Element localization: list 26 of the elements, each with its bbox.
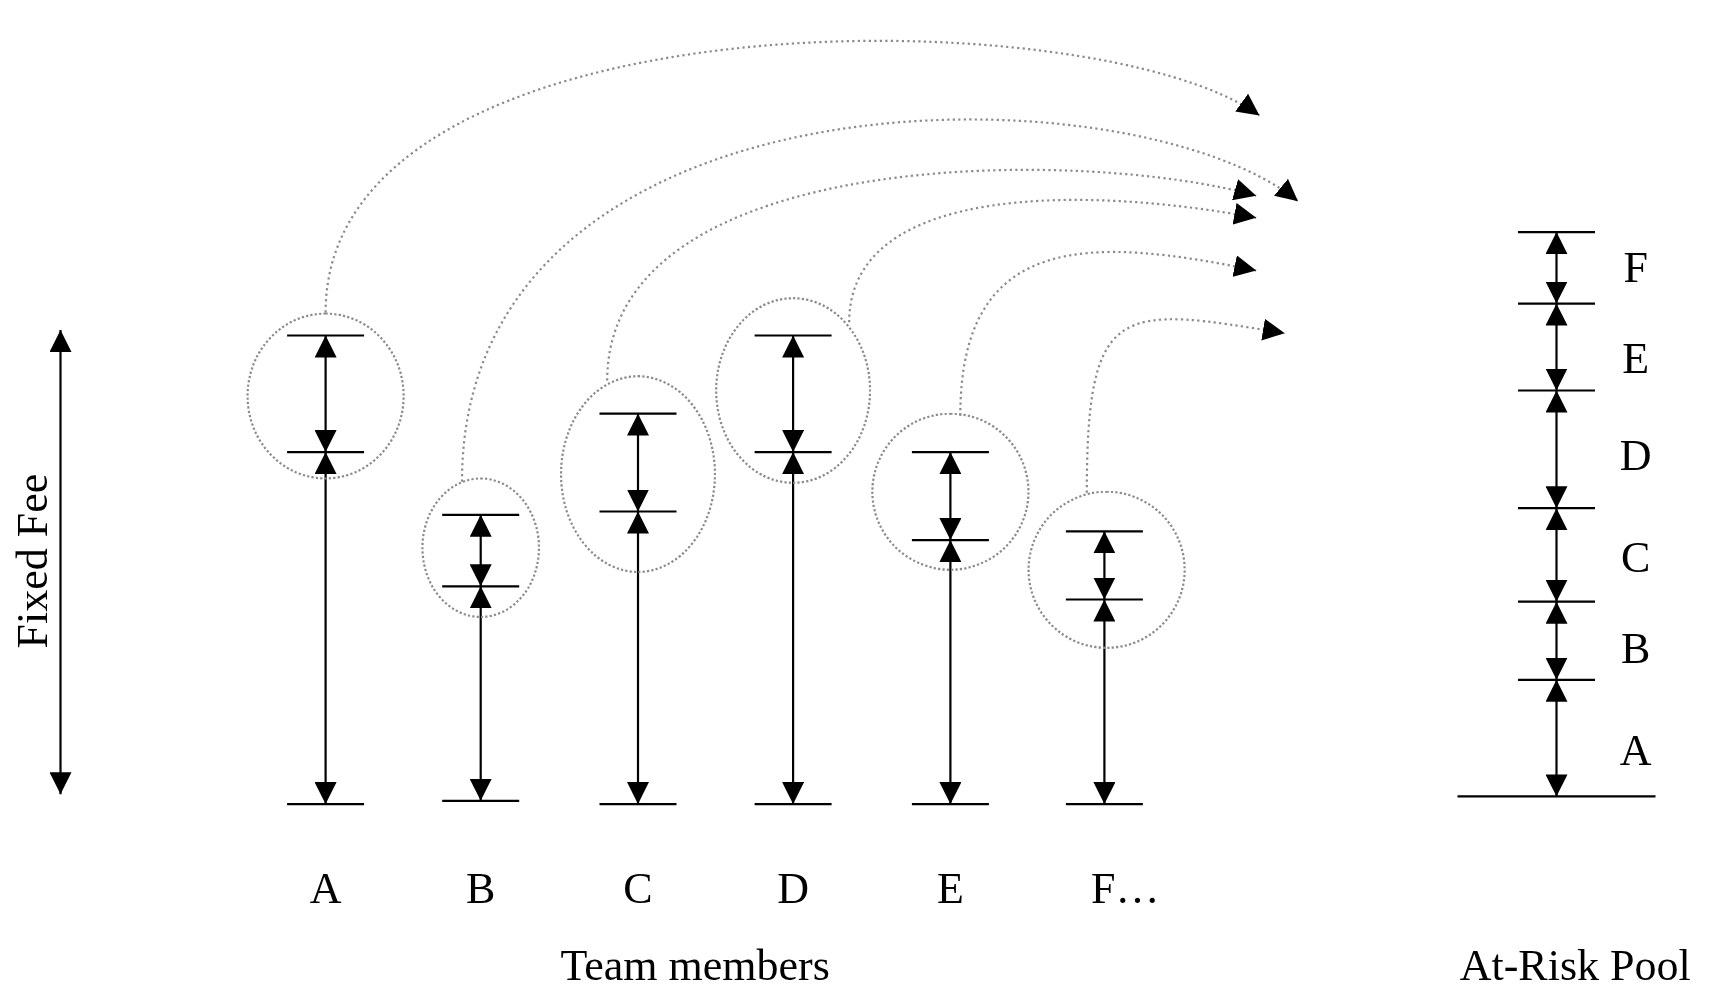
curved-arrow — [324, 40, 1260, 313]
member-label: D — [777, 866, 809, 911]
curved-arrow — [848, 198, 1257, 323]
dotted-circle — [715, 297, 872, 484]
member-label: A — [309, 866, 342, 911]
dotted-circle — [1027, 490, 1186, 649]
segment-label: D — [1619, 433, 1652, 478]
dotted-circle — [871, 412, 1030, 571]
axis-label: Fixed Fee — [11, 473, 55, 649]
dotted-circle — [421, 477, 541, 619]
segment-label: F — [1623, 245, 1648, 290]
axis-label: Team members — [560, 943, 830, 988]
segment-label: A — [1619, 728, 1652, 773]
member-label: F… — [1091, 866, 1160, 911]
curved-arrow — [1085, 318, 1285, 493]
member-label: B — [466, 866, 496, 911]
segment-label: B — [1621, 627, 1651, 671]
segment-label: E — [1622, 336, 1650, 381]
dotted-circle — [246, 312, 405, 480]
curved-arrow — [606, 168, 1257, 381]
dotted-circle — [559, 375, 717, 574]
axis-label: At-Risk Pool — [1459, 943, 1691, 988]
curved-arrow — [460, 119, 1299, 482]
member-label: C — [623, 866, 653, 911]
member-label: E — [936, 866, 964, 911]
segment-label: C — [1621, 535, 1651, 580]
